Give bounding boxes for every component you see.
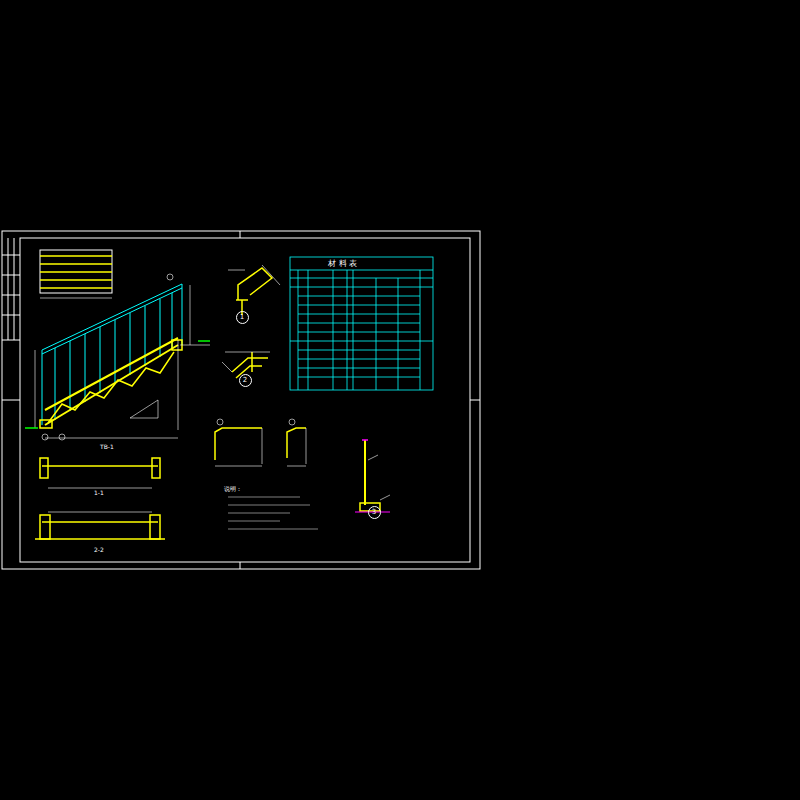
stair-plan <box>40 250 112 298</box>
outer-frame <box>2 231 480 569</box>
drawing-label: 1-1 <box>94 490 104 497</box>
detail-3 <box>355 440 390 512</box>
drawing-label: TB-1 <box>100 444 114 451</box>
drawing-label: 材 料 表 <box>328 260 357 269</box>
stair-elevation <box>25 274 210 440</box>
drawing-label: 说明： <box>224 486 242 493</box>
notes-lines <box>228 497 318 529</box>
callout-number: 2 <box>243 377 247 384</box>
stair-sections <box>35 458 165 539</box>
detail-callout: 3 <box>368 506 381 519</box>
callout-number: 1 <box>240 314 244 321</box>
callout-number: 3 <box>372 509 376 516</box>
inner-frame <box>20 238 470 562</box>
material-table <box>290 257 433 390</box>
details <box>215 265 306 466</box>
detail-callout: 1 <box>236 311 249 324</box>
drawing-label: 2-2 <box>94 547 104 554</box>
detail-callout: 2 <box>239 374 252 387</box>
